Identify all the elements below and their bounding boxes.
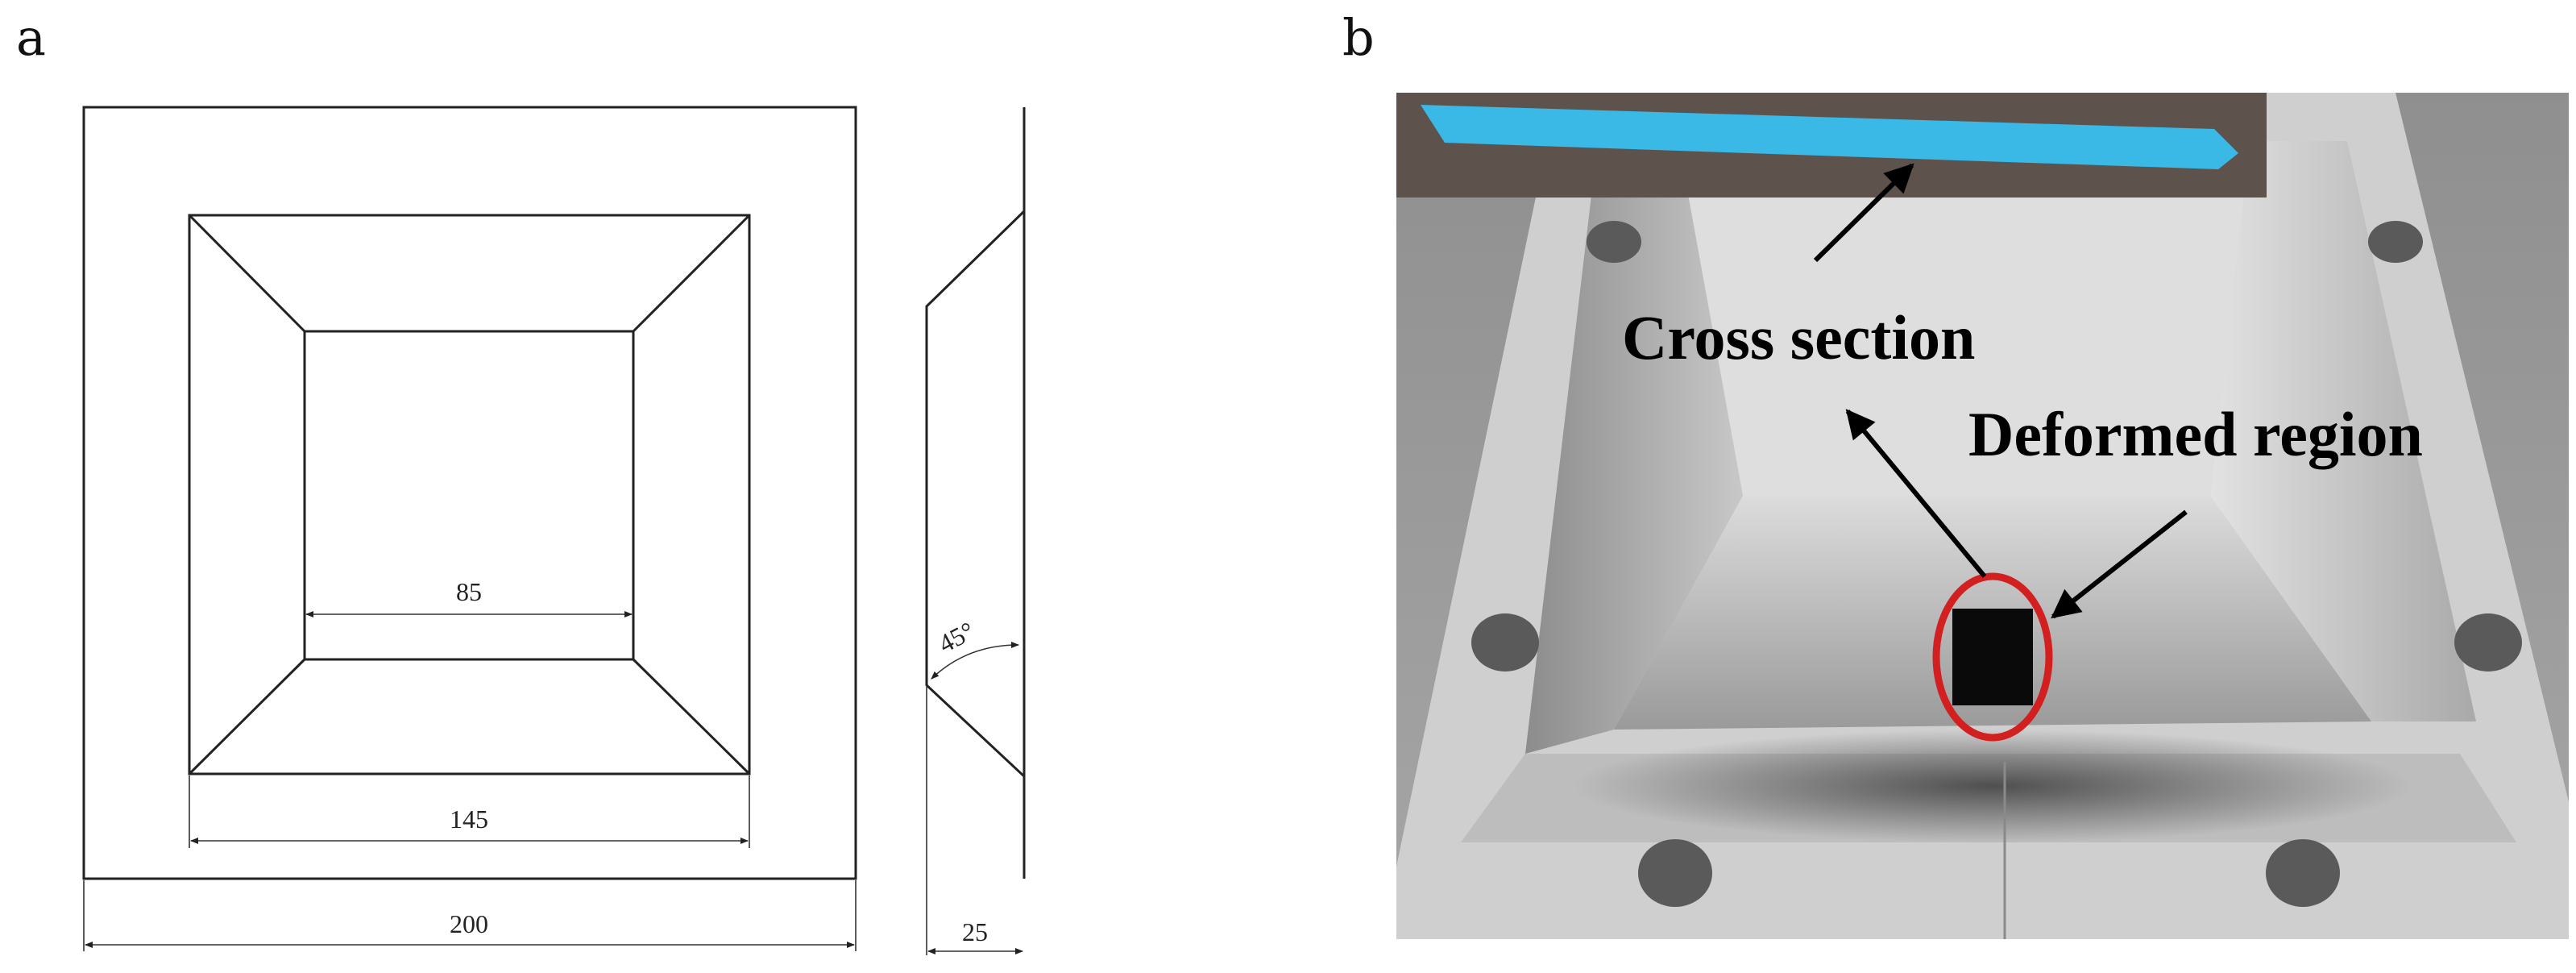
- dim-label-25: 25: [962, 917, 988, 946]
- corner-edge: [188, 214, 306, 333]
- dim-label-85: 85: [456, 577, 482, 606]
- deformed-region-arrow: [2051, 509, 2188, 619]
- pyramid-right-wall: [2210, 141, 2476, 721]
- side-view: [925, 107, 1026, 879]
- pyramid-top-face: [1678, 141, 2250, 496]
- bolt-hole: [2266, 839, 2340, 907]
- corner-edge: [632, 214, 751, 333]
- panel-label-b: b: [1342, 8, 1375, 67]
- bolt-hole: [2454, 613, 2522, 672]
- bolt-holes: [1471, 221, 2522, 907]
- pyramid-left-wall: [1525, 141, 1743, 754]
- cross-section-label: Cross section: [1622, 302, 1975, 372]
- top-view: [82, 106, 857, 880]
- outer-plate-outline: [82, 106, 857, 880]
- cutout-arrow: [1845, 409, 1987, 578]
- bolt-hole: [1471, 613, 1539, 672]
- dim-label-200: 200: [450, 909, 488, 938]
- section-profile: [925, 210, 1026, 778]
- panel-label-a: a: [16, 8, 46, 67]
- specimen-photo: Cross section Deformed region: [1396, 93, 2569, 939]
- angle-label: 45°: [934, 616, 979, 659]
- bolt-hole: [1638, 839, 1712, 907]
- deformed-region-ring: [1932, 572, 2053, 742]
- corner-edge: [632, 658, 751, 775]
- angle-arc: [931, 642, 1019, 680]
- contact-shadow: [1574, 730, 2412, 842]
- bolt-hole: [1587, 221, 1641, 263]
- cutout-sample: [1952, 609, 2033, 705]
- corner-edge: [188, 658, 306, 775]
- die-opening-outline: [188, 214, 751, 775]
- cross-section-strip: [1421, 105, 2238, 169]
- dim-label-145: 145: [450, 805, 488, 834]
- punch-bottom-outline: [303, 330, 635, 661]
- bolt-hole: [2368, 221, 2423, 263]
- cross-section-arrow: [1813, 163, 1914, 263]
- deformed-region-label: Deformed region: [1968, 399, 2423, 469]
- technical-drawing: 85 145 200 45° 25: [82, 106, 1026, 955]
